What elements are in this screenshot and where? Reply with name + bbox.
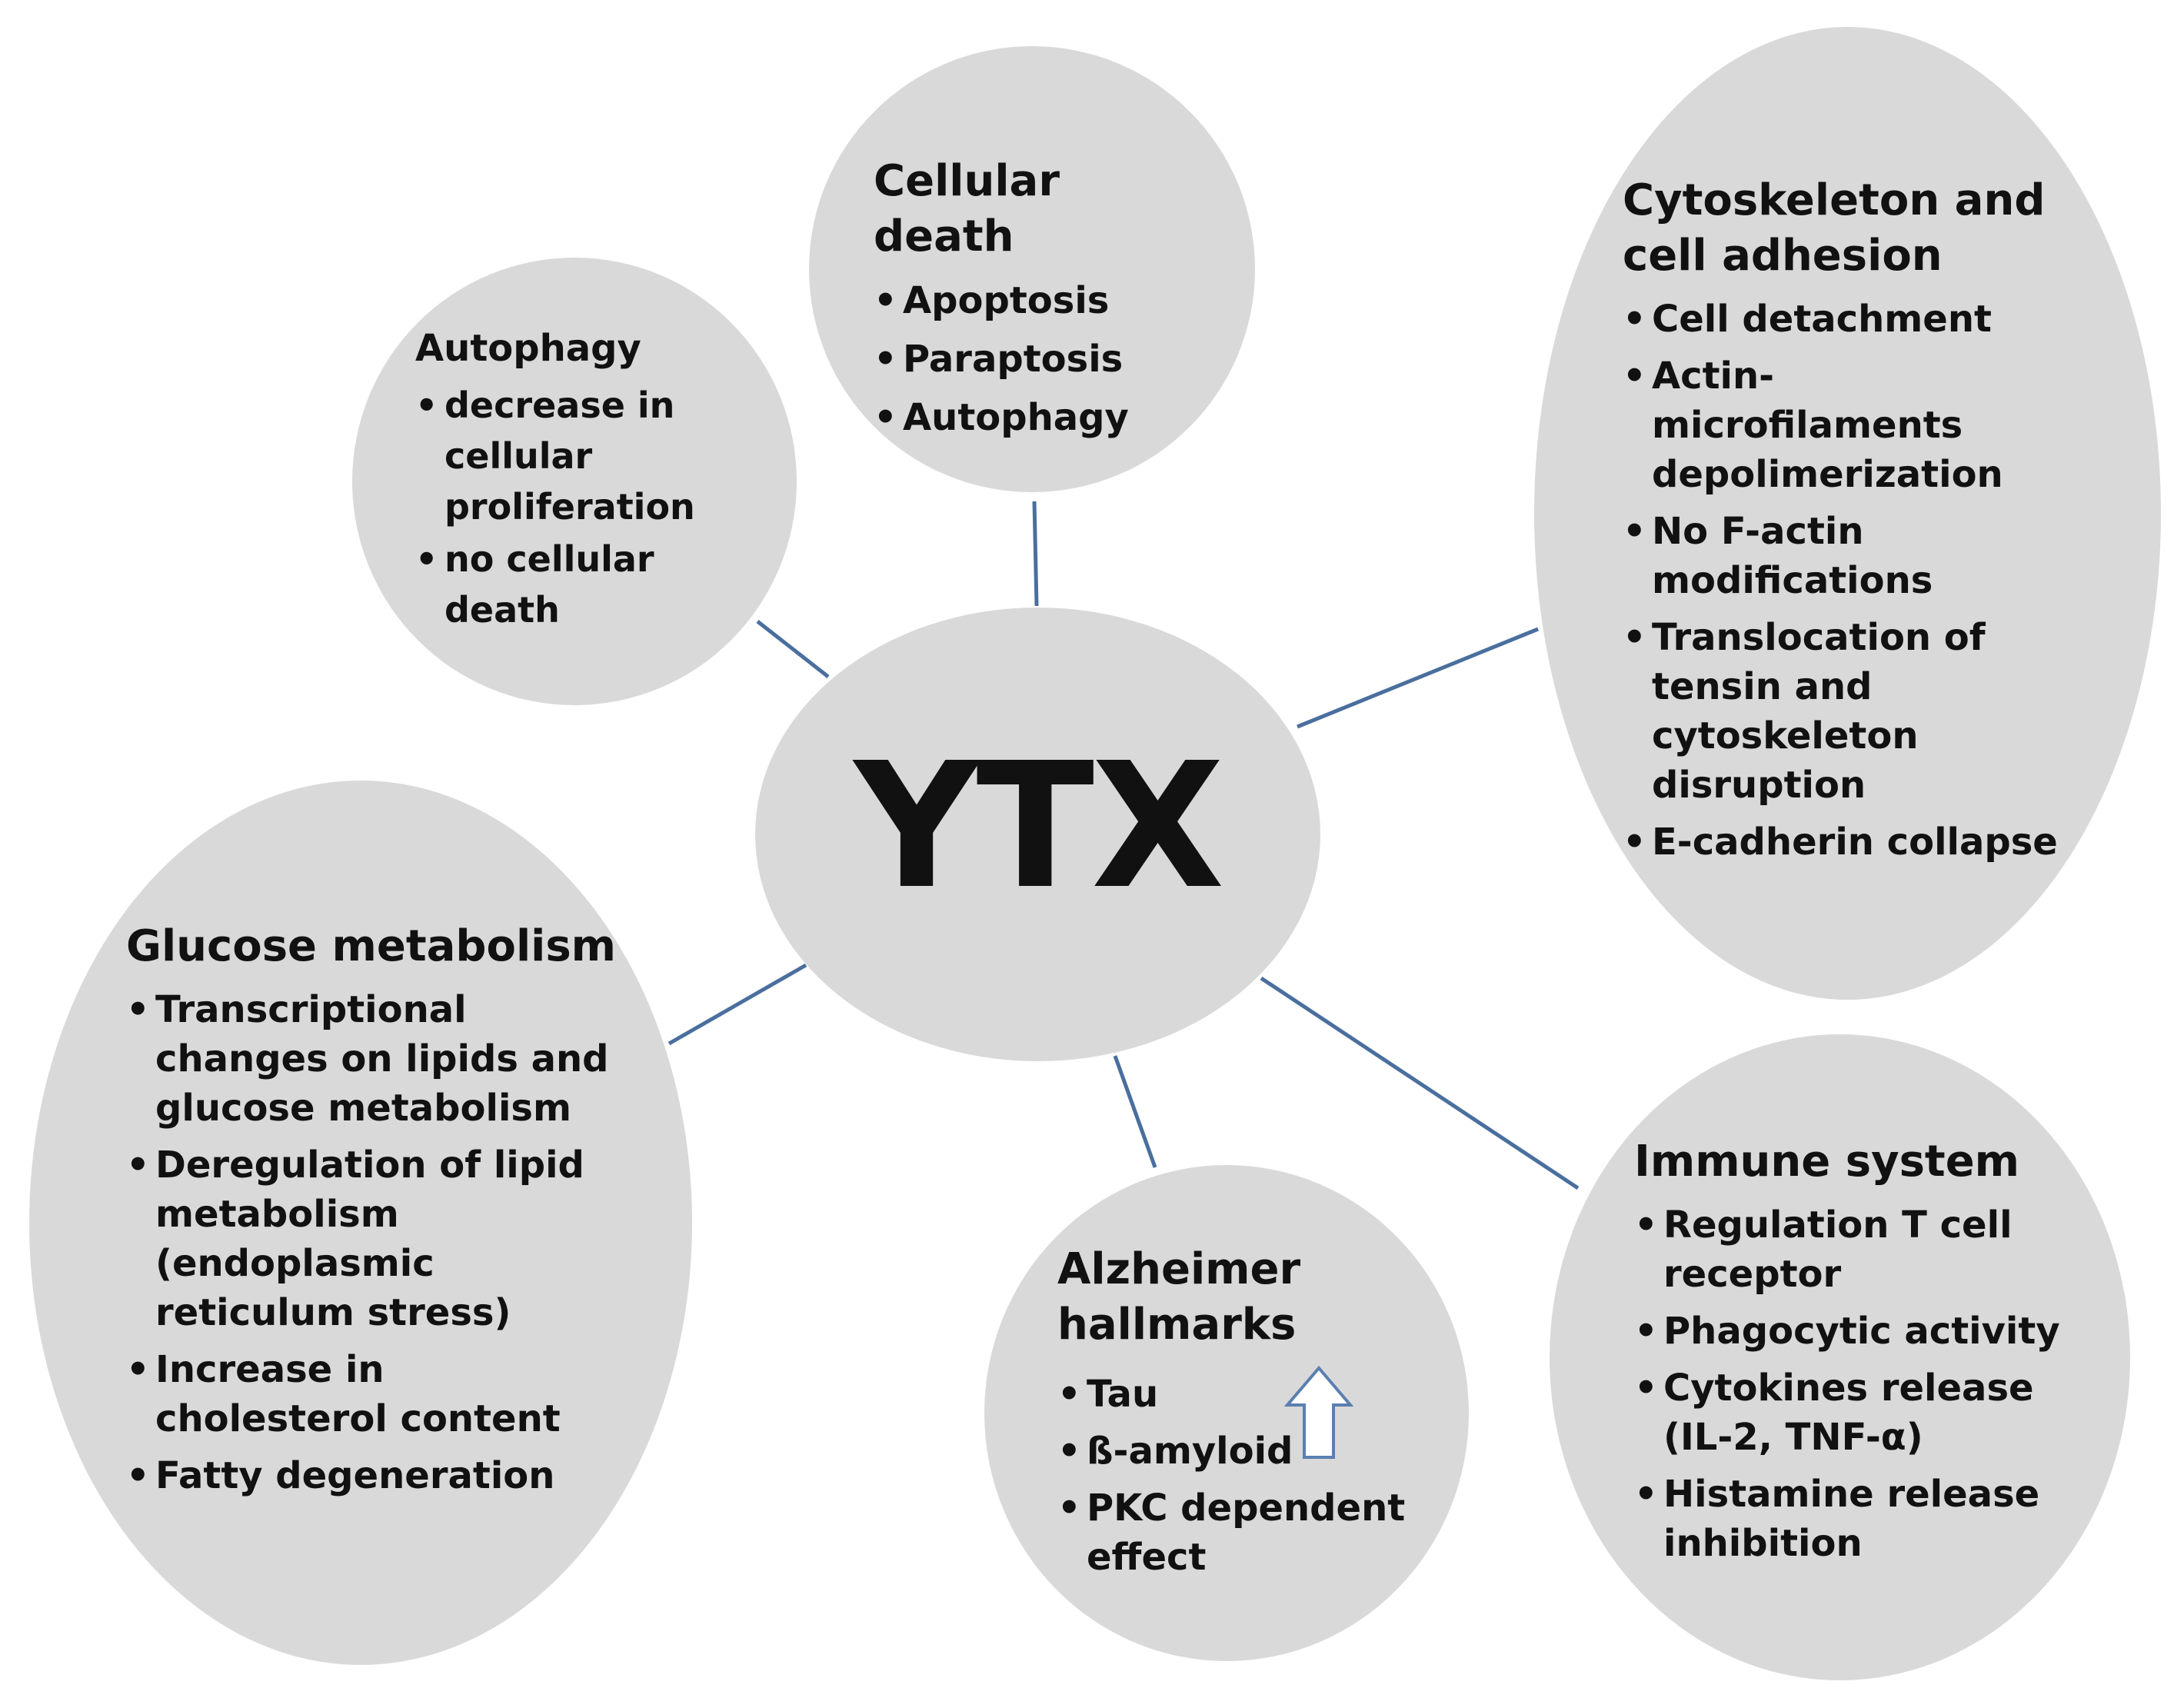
cytoskeleton-title: Cytoskeleton and cell adhesion — [1623, 175, 2046, 281]
cytoskeleton-item: E-cadherin collapse — [1623, 817, 2084, 867]
autophagy-item: no cellular death — [415, 534, 738, 635]
immune-system-node: Immune system Regulation T cell receptor… — [1550, 1034, 2130, 1680]
autophagy-node: Autophagy decrease in cellular prolifera… — [352, 258, 797, 705]
cellular-death-item: Paraptosis — [874, 334, 1212, 385]
connector-glucose — [668, 963, 807, 1046]
glucose-metabolism-item: Fatty degeneration — [126, 1451, 618, 1500]
immune-system-item: Cytokines release (IL-2, TNF-α) — [1634, 1363, 2065, 1462]
connector-cellular-death — [1032, 501, 1039, 607]
alzheimer-hallmarks-item: ß-amyloid — [1057, 1427, 1427, 1476]
cytoskeleton-item: No F-actin modifications — [1623, 507, 2084, 605]
center-node: YTX — [755, 608, 1320, 1061]
glucose-metabolism-item: Transcriptional changes on lipids and gl… — [126, 985, 618, 1133]
cytoskeleton-item: Actin-microfilaments depolimerization — [1623, 351, 2084, 499]
cellular-death-node: Cellular death Apoptosis Paraptosis Auto… — [809, 46, 1255, 492]
connector-immune — [1260, 976, 1580, 1190]
cellular-death-item: Autophagy — [874, 392, 1212, 443]
alzheimer-hallmarks-item: Tau — [1057, 1370, 1427, 1419]
cytoskeleton-item: Translocation of tensin and cytoskeleton… — [1623, 613, 2084, 810]
glucose-metabolism-title: Glucose metabolism — [126, 921, 617, 971]
immune-system-item: Histamine release inhibition — [1634, 1470, 2065, 1568]
connector-alzheimer — [1113, 1055, 1157, 1168]
up-arrow-icon — [1284, 1365, 1353, 1459]
glucose-metabolism-item: Increase in cholesterol content — [126, 1345, 618, 1443]
alzheimer-hallmarks-item: PKC dependent effect — [1057, 1483, 1427, 1582]
immune-system-title: Immune system — [1634, 1137, 2020, 1187]
alzheimer-hallmarks-title: Alzheimer hallmarks — [1057, 1244, 1301, 1350]
immune-system-item: Phagocytic activity — [1634, 1307, 2065, 1356]
cytoskeleton-node: Cytoskeleton and cell adhesion Cell deta… — [1534, 27, 2161, 1000]
autophagy-title: Autophagy — [415, 327, 641, 370]
autophagy-item: decrease in cellular proliferation — [415, 380, 738, 532]
center-label: YTX — [854, 726, 1225, 927]
connector-cytoskeleton — [1297, 627, 1539, 729]
connector-autophagy — [756, 620, 830, 678]
glucose-metabolism-node: Glucose metabolism Transcriptional chang… — [29, 781, 692, 1665]
alzheimer-hallmarks-node: Alzheimer hallmarks Tau ß-amyloid PKC de… — [984, 1165, 1469, 1661]
immune-system-item: Regulation T cell receptor — [1634, 1200, 2065, 1299]
cellular-death-item: Apoptosis — [874, 275, 1212, 326]
cytoskeleton-item: Cell detachment — [1623, 295, 2084, 344]
cellular-death-title: Cellular death — [874, 156, 1060, 261]
glucose-metabolism-item: Deregulation of lipid metabolism (endopl… — [126, 1140, 618, 1337]
